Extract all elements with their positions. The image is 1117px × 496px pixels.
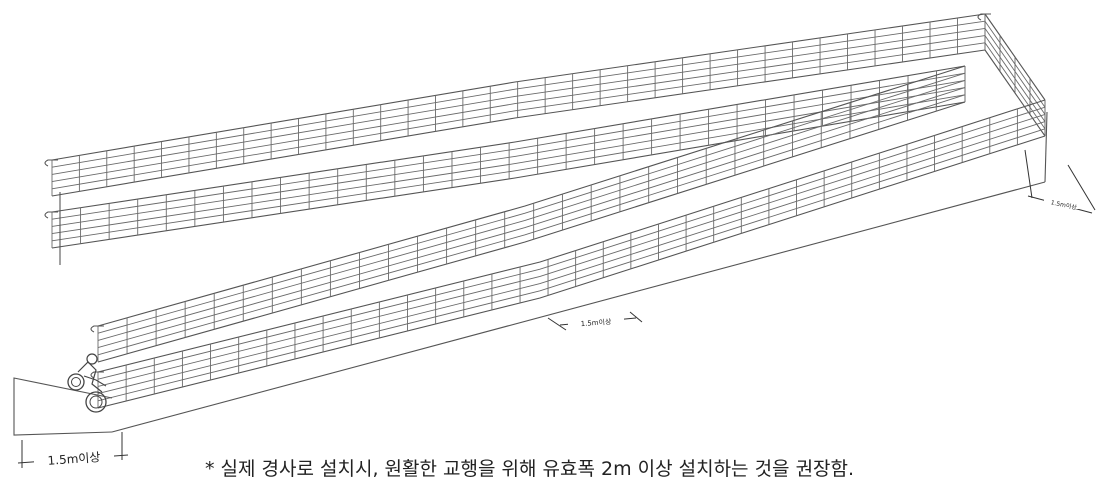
rail-end-hook: [977, 13, 991, 21]
rail-bar: [51, 35, 986, 183]
rail-bar: [51, 87, 966, 235]
rail-bar: [51, 13, 986, 161]
middle-width-dimension: 1.5m이상: [547, 311, 643, 331]
rail-bar: [51, 20, 986, 168]
lower-outer-rail: [90, 99, 1046, 409]
rail-bar: [97, 128, 1046, 402]
upper-outer-rail: [44, 13, 986, 197]
end-wall-rail: [977, 13, 1046, 137]
end-width-dimension: 1.5m이상: [1024, 149, 1096, 214]
rail-bar: [51, 94, 966, 242]
rail-bar: [51, 101, 966, 249]
lower-inner-rail: [90, 65, 966, 363]
rail-bar: [51, 65, 966, 213]
rail-bar: [51, 79, 966, 227]
rail-bar: [97, 65, 966, 327]
guardrails: [44, 13, 1046, 409]
upper-inner-rail: [44, 65, 966, 249]
lower-ramp-floor-edge: [111, 181, 1046, 433]
rail-bar: [97, 101, 966, 363]
end-wall-edge: [1044, 111, 1048, 183]
landing-width-label: 1.5m이상: [47, 450, 101, 468]
wheelchair-user-icon: [67, 353, 107, 413]
rail-bar: [97, 121, 1046, 395]
rail-end-hook: [90, 325, 104, 333]
landing-width-dimension: 1.5m이상: [17, 432, 129, 468]
rail-end-hook: [44, 159, 58, 167]
rail-bar: [51, 49, 986, 197]
rail-end-hook: [90, 371, 104, 379]
rail-bar: [97, 113, 1046, 387]
rail-bar: [51, 42, 986, 190]
rail-bar: [97, 79, 966, 341]
rail-end-hook: [44, 211, 58, 219]
rail-bar: [97, 94, 966, 356]
rail-bar: [97, 72, 966, 334]
rail-bar: [97, 87, 966, 349]
footnote-text: * 실제 경사로 설치시, 원활한 교행을 위해 유효폭 2m 이상 설치하는 …: [205, 458, 855, 480]
rail-bar: [51, 27, 986, 175]
middle-width-label: 1.5m이상: [580, 317, 612, 328]
landing-outline: [13, 377, 113, 436]
rail-bar: [97, 106, 1046, 380]
rail-bar: [51, 72, 966, 220]
rail-bar: [97, 135, 1046, 409]
rail-bar: [97, 99, 1046, 373]
